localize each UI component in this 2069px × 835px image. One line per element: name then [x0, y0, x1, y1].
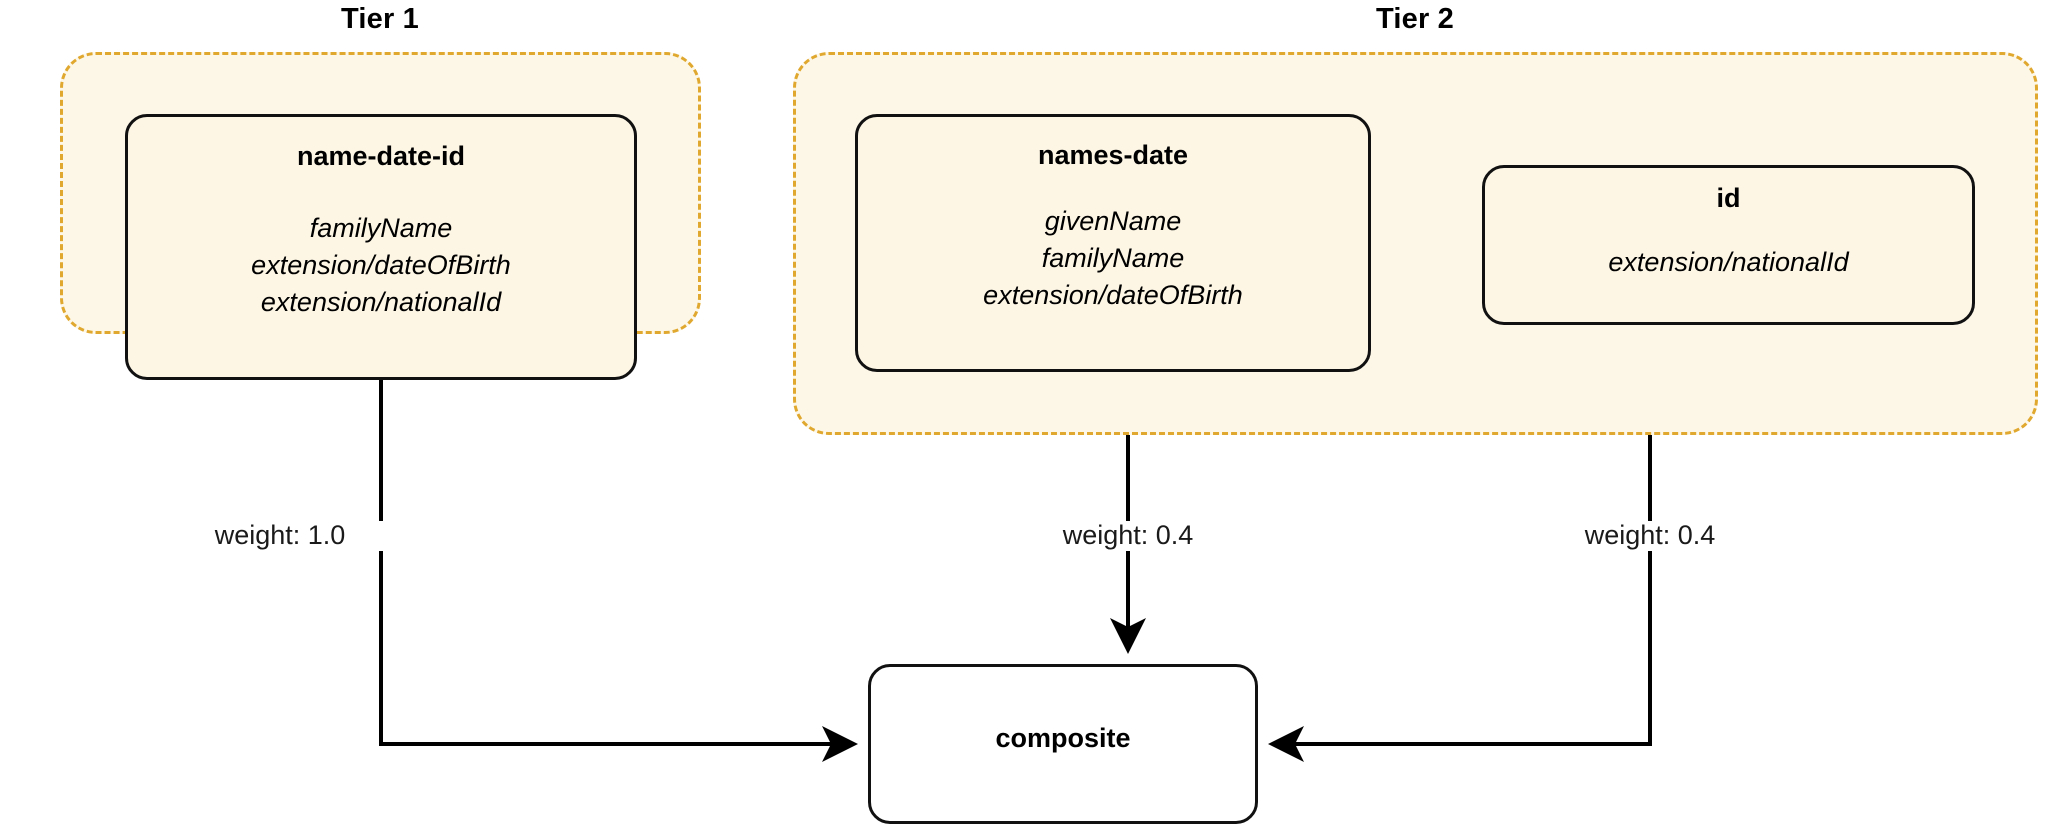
node-name-date-id-fields: familyName extension/dateOfBirth extensi…: [251, 210, 511, 322]
node-composite[interactable]: composite: [868, 664, 1258, 824]
node-field: familyName: [1041, 242, 1185, 273]
node-field: extension/nationalId: [260, 287, 502, 318]
node-id[interactable]: id extension/nationalId: [1482, 165, 1975, 325]
edge-label-weight-names-date: weight: 0.4: [1023, 520, 1233, 551]
node-id-title: id: [1716, 183, 1741, 213]
node-field: extension/dateOfBirth: [983, 280, 1243, 311]
node-names-date-title: names-date: [1037, 140, 1189, 170]
node-name-date-id[interactable]: name-date-id familyName extension/dateOf…: [125, 114, 637, 380]
tier-2-label: Tier 2: [1375, 3, 1455, 35]
node-field: givenName: [1044, 205, 1182, 236]
edge-name-date-id-to-composite: [379, 380, 858, 762]
edge-label-weight-name-date-id: weight: 1.0: [175, 520, 385, 551]
node-field: extension/dateOfBirth: [251, 249, 511, 280]
node-field: familyName: [309, 212, 453, 243]
tier-1-label: Tier 1: [340, 3, 420, 35]
node-name-date-id-title: name-date-id: [296, 141, 466, 171]
node-names-date-fields: givenName familyName extension/dateOfBir…: [983, 203, 1243, 315]
edge-label-weight-id: weight: 0.4: [1545, 520, 1755, 551]
node-names-date[interactable]: names-date givenName familyName extensio…: [855, 114, 1371, 372]
node-id-fields: extension/nationalId: [1608, 244, 1848, 281]
node-composite-title: composite: [995, 723, 1131, 753]
node-field: extension/nationalId: [1608, 246, 1849, 277]
